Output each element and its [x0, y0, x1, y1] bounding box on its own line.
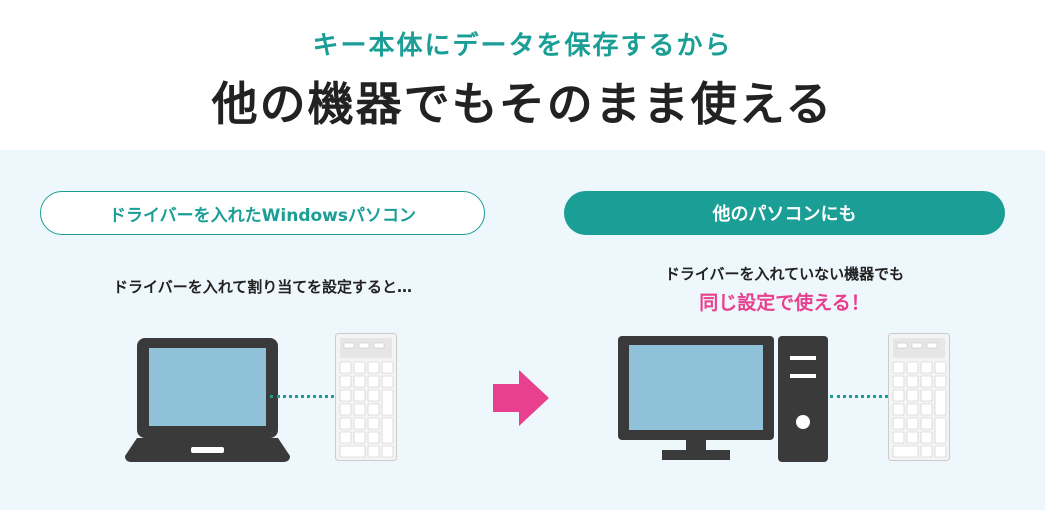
- right-connection-line: [830, 395, 888, 399]
- numeric-keypad-icon-right: [888, 333, 950, 461]
- monitor-icon: [618, 336, 774, 460]
- left-connection-line: [270, 395, 334, 399]
- laptop-icon: [125, 338, 290, 462]
- desktop-tower-icon: [778, 336, 828, 462]
- right-highlight: 同じ設定で使える！: [699, 292, 870, 314]
- windows-pc-pill-label: ドライバーを入れたWindowsパソコン: [108, 205, 416, 226]
- header-subtitle: キー本体にデータを保存するから: [312, 31, 733, 61]
- other-pc-pill: 他のパソコンにも: [564, 191, 1005, 235]
- right-arrow-icon: [493, 370, 549, 426]
- header-title: 他の機器でもそのまま使える: [211, 77, 834, 131]
- right-description: ドライバーを入れていない機器でも: [664, 265, 905, 283]
- numeric-keypad-icon: [335, 333, 397, 461]
- left-description: ドライバーを入れて割り当てを設定すると…: [113, 278, 412, 296]
- windows-pc-pill: ドライバーを入れたWindowsパソコン: [40, 191, 485, 235]
- other-pc-pill-label: 他のパソコンにも: [712, 204, 857, 225]
